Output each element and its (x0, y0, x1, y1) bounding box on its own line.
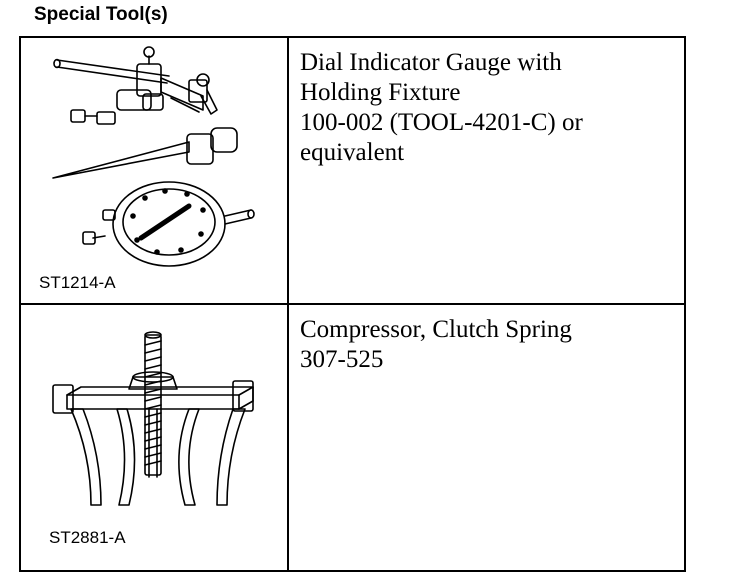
dial-indicator-gauge-illustration-icon (52, 46, 255, 267)
tool-row: ST1214-A Dial Indicator Gauge with Holdi… (19, 36, 686, 305)
tool-description-line: Holding Fixture (300, 79, 461, 106)
special-tools-heading: Special Tool(s) (34, 4, 168, 25)
clutch-spring-compressor-illustration-icon (52, 331, 254, 506)
tool-part-number: 307-525 (300, 346, 384, 373)
tool-description-line: Dial Indicator Gauge with (300, 49, 562, 76)
tool-row: ST2881-A Compressor, Clutch Spring 307-5… (19, 303, 686, 572)
tool-image-cell: ST1214-A (19, 36, 289, 305)
tool-part-number: 100-002 (TOOL-4201-C) or (300, 109, 583, 136)
tool-image-cell: ST2881-A (19, 303, 289, 572)
special-tools-table: ST1214-A Dial Indicator Gauge with Holdi… (19, 36, 686, 572)
tool-description-line: equivalent (300, 139, 405, 166)
tool-image-code: ST2881-A (49, 528, 126, 547)
tool-description-cell: Compressor, Clutch Spring 307-525 (287, 303, 686, 572)
tool-description-line: Compressor, Clutch Spring (300, 316, 572, 343)
tool-image-code: ST1214-A (39, 273, 116, 292)
tool-description-cell: Dial Indicator Gauge with Holding Fixtur… (287, 36, 686, 305)
